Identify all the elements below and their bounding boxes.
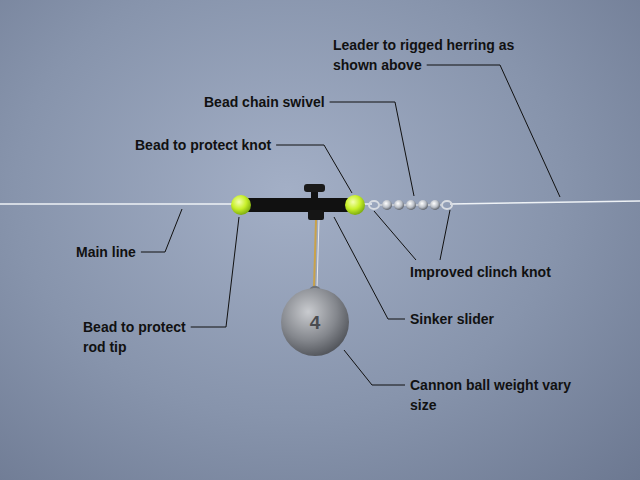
swivel-ring xyxy=(442,201,452,209)
leader-line xyxy=(427,65,560,197)
swivel-bead xyxy=(382,200,392,210)
leader-line xyxy=(141,209,182,252)
part-label: Leader to rigged herring as shown above xyxy=(333,35,523,75)
swivel-bead xyxy=(418,200,428,210)
leader-line xyxy=(344,350,405,385)
swivel-ring xyxy=(369,201,379,209)
part-label: Improved clinch knot xyxy=(410,262,551,282)
leader-line xyxy=(450,201,640,204)
swivel-bead xyxy=(394,200,404,210)
bead xyxy=(231,195,251,215)
part-label: Bead to protect knot xyxy=(135,135,271,155)
part-label: Sinker slider xyxy=(410,309,494,329)
part-label: Cannon ball weight vary size xyxy=(410,375,575,415)
slider-tube xyxy=(242,198,354,212)
slider-knob xyxy=(304,184,325,192)
leader-line xyxy=(276,145,352,193)
sinker-wire xyxy=(314,220,316,288)
bead xyxy=(345,195,365,215)
swivel-bead xyxy=(406,200,416,210)
cannon-ball-sinker xyxy=(281,288,349,356)
leader-line xyxy=(440,210,450,260)
swivel-bead xyxy=(430,200,440,210)
part-label: Bead chain swivel xyxy=(204,92,325,112)
slider-clip xyxy=(308,210,324,220)
leader-line xyxy=(330,102,414,196)
part-label: Main line xyxy=(76,242,136,262)
part-label: Bead to protect rod tip xyxy=(83,317,208,357)
sinker-wire xyxy=(317,220,319,288)
leader-line xyxy=(334,217,405,319)
leader-line xyxy=(374,211,416,260)
leader-line xyxy=(191,217,239,327)
weight-number: 4 xyxy=(310,313,321,333)
